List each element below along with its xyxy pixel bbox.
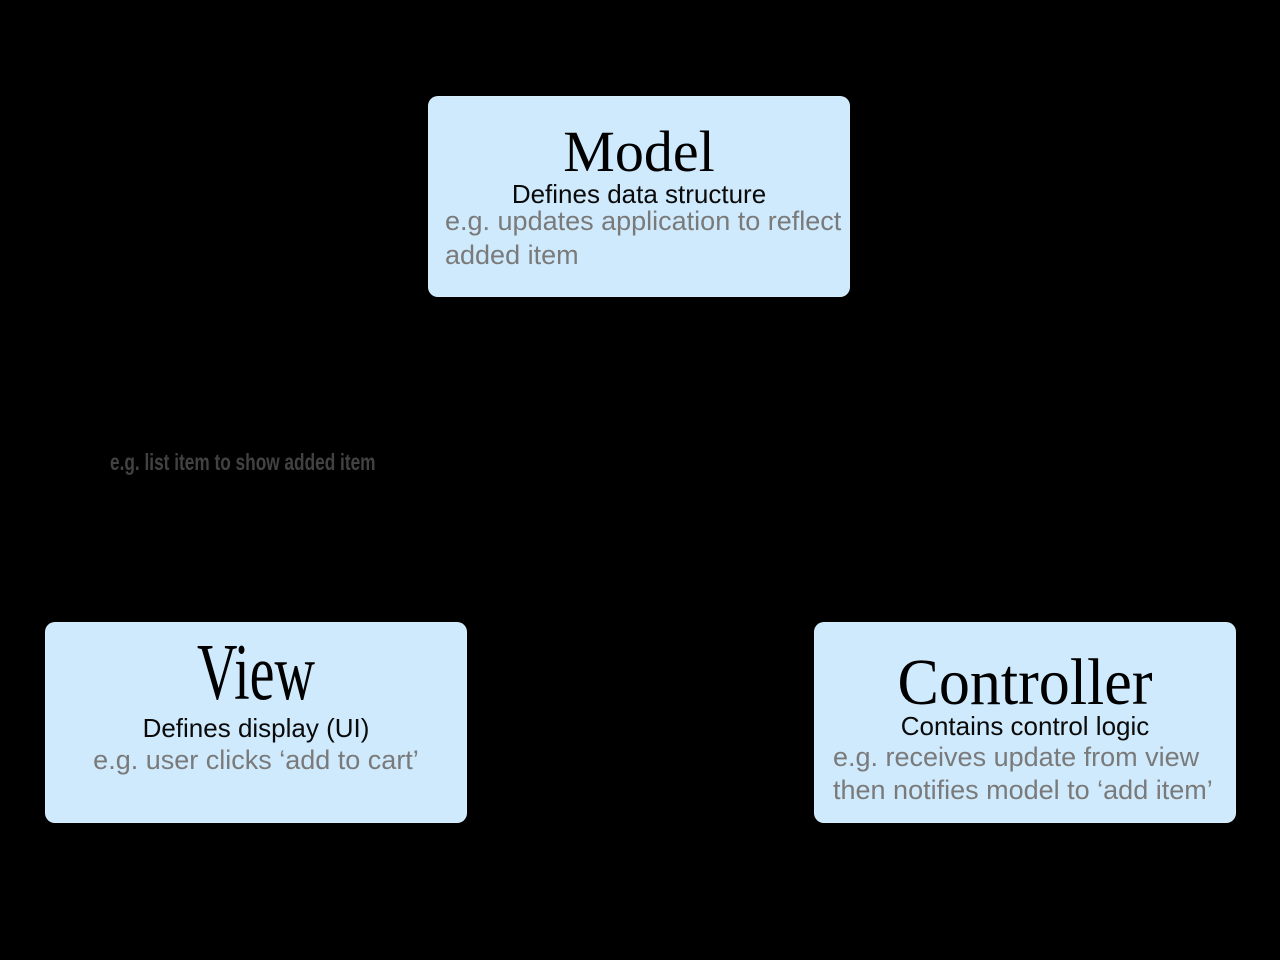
- model-example: e.g. updates application to reflect adde…: [445, 204, 842, 272]
- controller-example-line-1: e.g. receives update from view: [833, 742, 1200, 772]
- model-subtitle: Defines data structure: [511, 179, 767, 209]
- view-subtitle: Defines display (UI): [142, 713, 370, 743]
- view-title: View: [197, 629, 315, 717]
- view-box: View Defines display (UI) e.g. user clic…: [45, 622, 467, 823]
- model-to-view-arrow-example-label: e.g. list item to show added item: [110, 449, 376, 475]
- model-box: Model Defines data structure e.g. update…: [428, 96, 850, 297]
- controller-subtitle: Contains control logic: [900, 711, 1150, 741]
- controller-example: e.g. receives update from view then noti…: [833, 741, 1230, 807]
- model-example-line-1: e.g. updates application to reflect: [445, 206, 842, 236]
- controller-example-line-2: then notifies model to ‘add item’: [833, 775, 1213, 805]
- controller-title: Controller: [897, 646, 1153, 719]
- view-example: e.g. user clicks ‘add to cart’: [45, 743, 467, 777]
- controller-box: Controller Contains control logic e.g. r…: [814, 622, 1236, 823]
- model-title: Model: [563, 119, 715, 184]
- model-example-line-2: added item: [445, 240, 579, 270]
- view-example-line-1: e.g. user clicks ‘add to cart’: [93, 745, 419, 775]
